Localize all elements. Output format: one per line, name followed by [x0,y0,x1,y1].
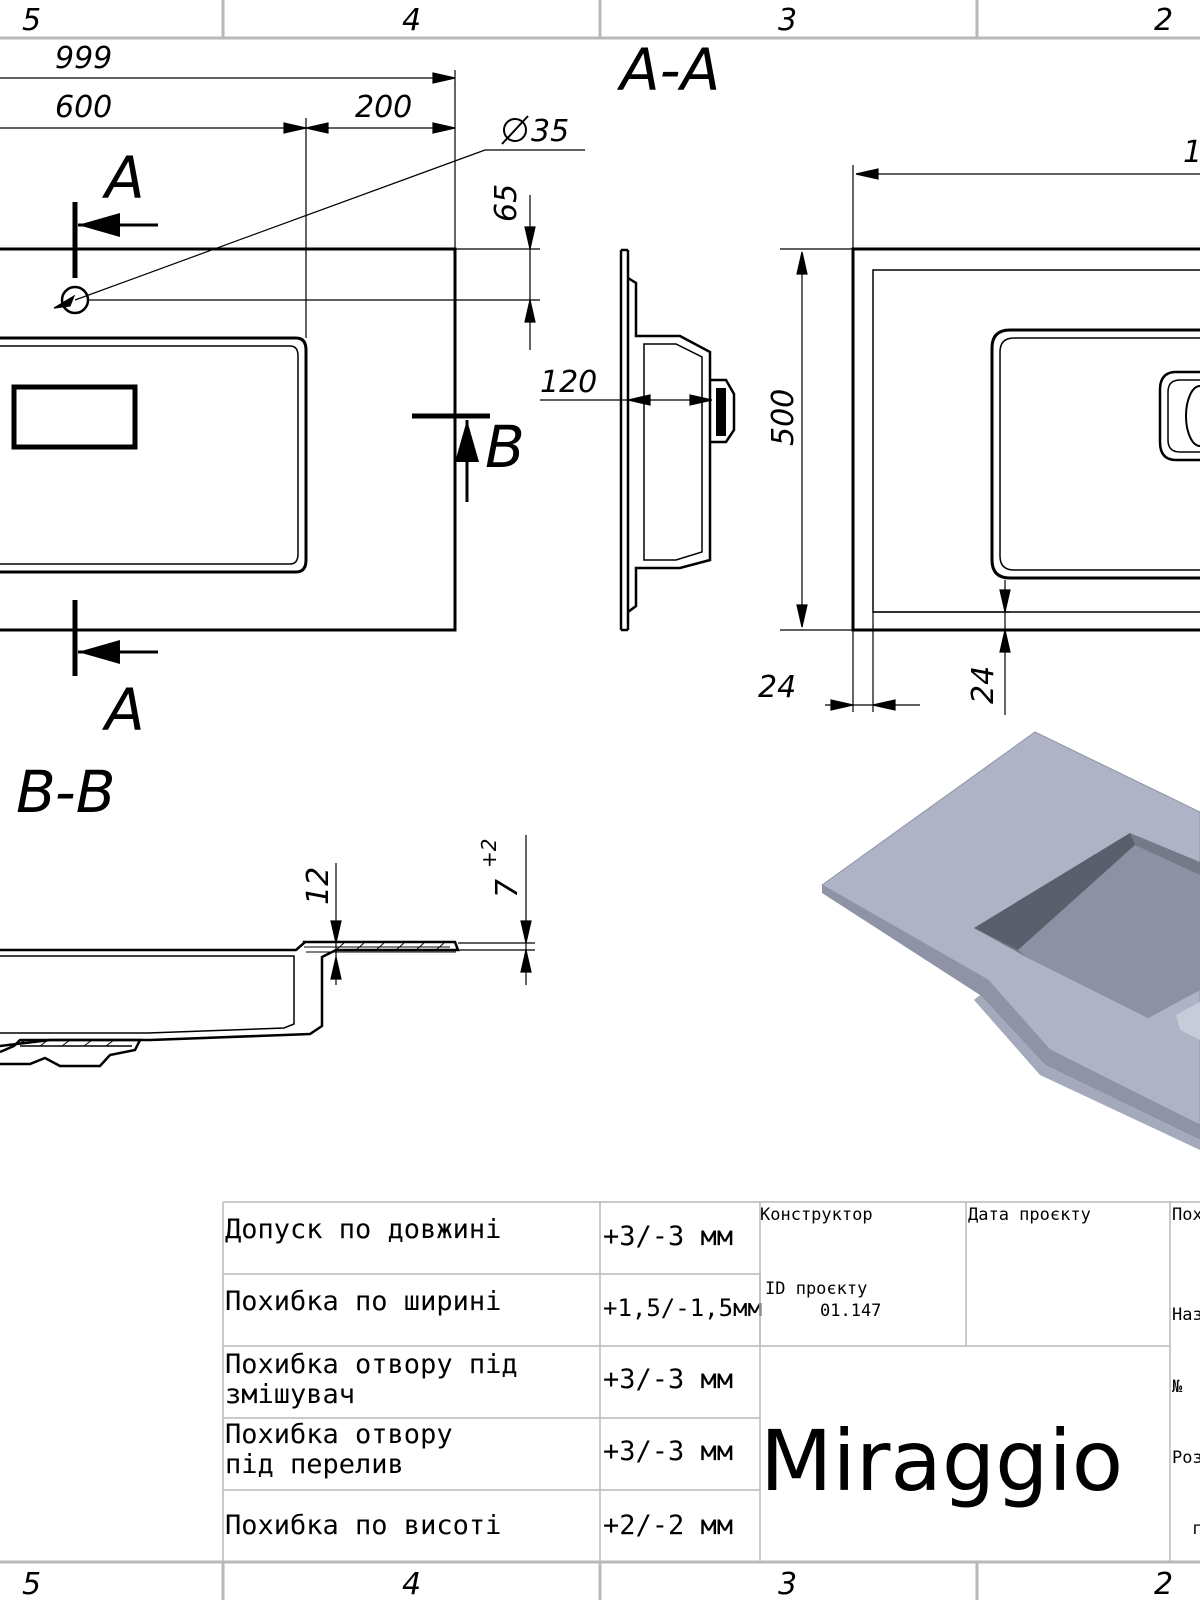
dim-600: 600 [55,90,112,125]
dim-500: 500 [766,389,801,446]
diameter-icon [501,115,529,145]
section-b-marker-label: B [485,413,525,481]
dim-200: 200 [355,90,412,125]
dim-120-lines [540,394,713,406]
tolerance-value: +3/-3 мм [603,1436,733,1467]
tolerance-name-line-2: під перелив [225,1449,404,1480]
tolerance-row: Похибка по ширині +1,5/-1,5мм [225,1286,762,1322]
section-bb-dimensions [330,835,535,985]
title-block-cut-label: № [1172,1377,1183,1397]
zone-label-top-4: 4 [402,3,421,38]
dim-120: 120 [540,365,597,400]
zone-label-bottom-2: 2 [1154,1567,1173,1600]
title-block-cut-label: г [1192,1519,1200,1539]
tolerance-value: +3/-3 мм [603,1221,733,1252]
zone-frame-bottom: 5 4 3 2 [0,1560,1200,1600]
section-a-label-top: A [101,144,145,212]
dim-partial-top: 1 [1183,135,1200,170]
tolerance-row: Похибка по висоті +2/-2 мм [225,1510,733,1541]
dim-7-tolerance: +2 [477,839,501,868]
section-aa-title: A-A [616,36,720,104]
title-block-cut-label: Пох [1172,1205,1200,1225]
title-block-grid [759,1201,1200,1562]
zone-label-top-5: 5 [22,3,41,38]
section-bb-hatch [17,942,445,1047]
zone-label-bottom-4: 4 [402,1567,421,1600]
project-id-label: ID проєкту [765,1279,867,1299]
plan-view [0,247,457,632]
dim-24-vertical: 24 [966,666,1001,704]
title-block-cut-label: Наз [1172,1305,1200,1325]
right-view-dimensions [780,165,1200,715]
dim-999: 999 [55,41,112,76]
section-bb-title: B-B [16,758,116,826]
tolerance-name-line-1: Похибка отвору [225,1419,453,1450]
section-aa-profile [619,248,736,632]
tolerance-value: +2/-2 мм [603,1510,733,1541]
tolerance-name: Допуск по довжині [225,1214,501,1245]
plan-dimensions [0,70,585,350]
tolerance-name-line-2: змішувач [225,1379,355,1410]
zone-label-bottom-3: 3 [778,1567,797,1600]
tolerance-name: Похибка по висоті [225,1510,501,1541]
title-block-cut-label: Роз [1172,1448,1200,1468]
dim-12: 12 [301,867,336,905]
project-date-label: Дата проєкту [968,1205,1091,1225]
designer-label: Конструктор [760,1205,873,1225]
tolerance-row: Похибка отвору під перелив +3/-3 мм [225,1419,733,1480]
tolerance-value: +1,5/-1,5мм [603,1294,762,1322]
right-view [851,247,1200,632]
zone-label-top-2: 2 [1154,3,1173,38]
tolerance-name-line-1: Похибка отвору під [225,1349,518,1380]
section-a-markers [72,202,490,676]
dim-24-horizontal: 24 [758,670,796,705]
tolerance-name: Похибка по ширині [225,1286,501,1317]
tolerance-row: Допуск по довжині +3/-3 мм [225,1214,733,1252]
brand-logo: Miraggio [760,1412,1123,1510]
section-bb-profile [0,940,460,1068]
dim-65: 65 [489,184,524,222]
dim-7: 7 [490,879,525,898]
dim-hole-diameter: 35 [531,114,569,149]
zone-label-top-3: 3 [778,3,797,38]
product-3d-render [821,731,1200,1150]
zone-label-bottom-5: 5 [22,1567,41,1600]
tolerance-row: Похибка отвору під змішувач +3/-3 мм [225,1349,733,1410]
project-id-value: 01.147 [820,1301,881,1321]
tolerance-table-grid [222,1201,761,1562]
zone-frame-top: 5 4 3 2 [0,0,1200,40]
section-a-label-bottom: A [101,676,145,744]
tolerance-value: +3/-3 мм [603,1364,733,1395]
